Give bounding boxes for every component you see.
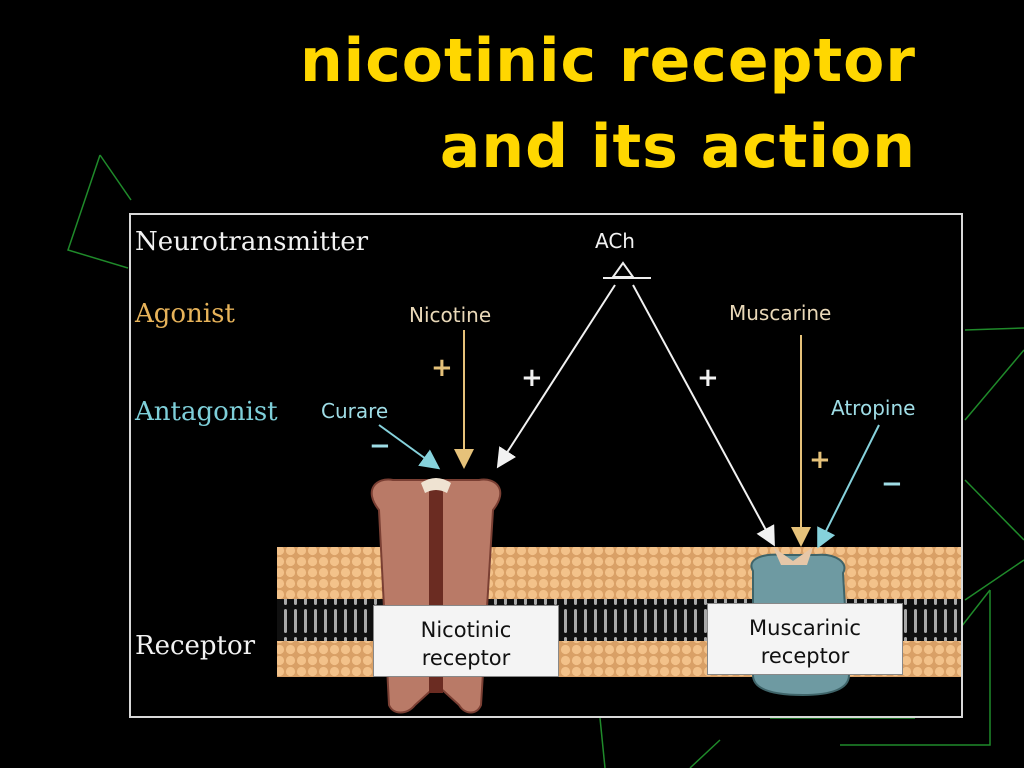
- muscarinic-receptor-box: Muscarinic receptor: [707, 603, 903, 675]
- row-label-neurotransmitter: Neurotransmitter: [135, 227, 369, 257]
- sign-atropine: −: [881, 469, 903, 499]
- arrow-ach-to-nicotinic: [496, 284, 616, 469]
- sign-muscarine: +: [809, 445, 831, 475]
- nicotinic-receptor-box: Nicotinic receptor: [373, 605, 559, 677]
- slide-title-line-2: and its action: [439, 112, 916, 182]
- slide-title-line-1: nicotinic receptor: [299, 26, 916, 96]
- nicotinic-receptor-label-line-1: Nicotinic: [420, 618, 512, 642]
- row-label-antagonist: Antagonist: [135, 397, 278, 427]
- nicotine-label: Nicotine: [409, 303, 492, 327]
- atropine-label: Atropine: [831, 396, 916, 420]
- row-label-agonist: Agonist: [135, 299, 235, 329]
- receptor-diagram: Neurotransmitter Agonist Antagonist Rece…: [129, 213, 963, 718]
- muscarinic-receptor-label-line-2: receptor: [760, 644, 850, 668]
- curare-label: Curare: [321, 399, 389, 423]
- nicotinic-receptor-label-line-2: receptor: [421, 646, 511, 670]
- sign-ach-nicotinic: +: [521, 363, 543, 393]
- arrow-curare-to-nicotinic: [378, 424, 441, 470]
- muscarine-label: Muscarine: [729, 301, 832, 325]
- membrane-upper-heads: [277, 547, 961, 599]
- sign-nicotine: +: [431, 353, 453, 383]
- row-label-receptor: Receptor: [135, 631, 256, 661]
- arrow-atropine-to-muscarinic: [817, 424, 880, 549]
- sign-curare: −: [369, 431, 391, 461]
- nicotinic-receptor-shape: [370, 478, 502, 714]
- arrow-ach-to-muscarinic: [632, 284, 775, 547]
- sign-ach-muscarinic: +: [697, 363, 719, 393]
- muscarinic-receptor-label-line-1: Muscarinic: [749, 616, 861, 640]
- ach-label: ACh: [595, 229, 635, 253]
- ach-triangle-icon: [611, 261, 635, 278]
